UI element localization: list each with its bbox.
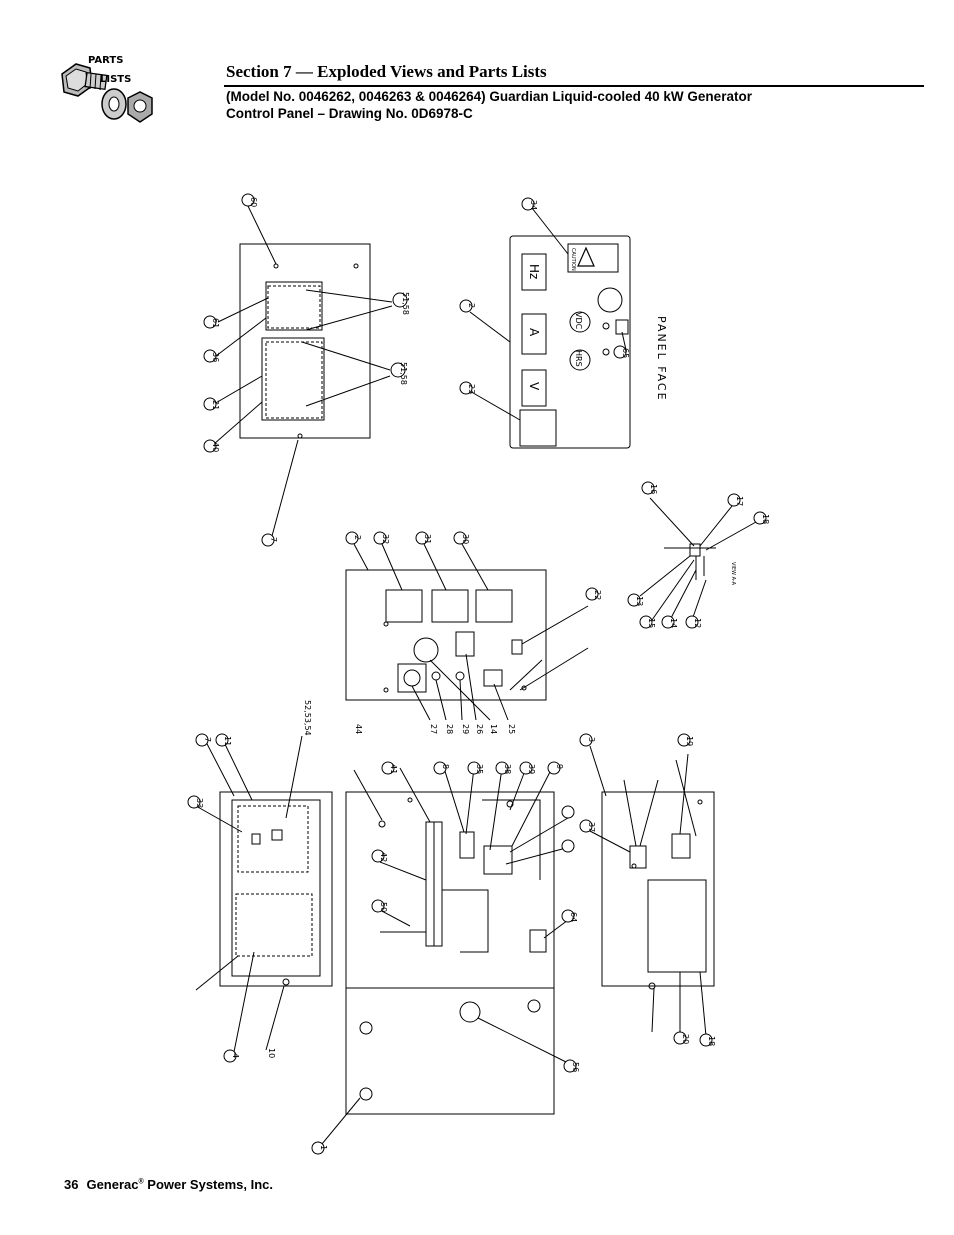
nut-icon xyxy=(127,91,153,123)
callout-50: 50 xyxy=(379,902,388,912)
page-footer: 36 Generac® Power Systems, Inc. xyxy=(64,1177,273,1192)
callout-26: 26 xyxy=(475,724,484,734)
callout-13: 13 xyxy=(635,596,644,606)
callout-42: 42 xyxy=(379,852,388,862)
callout-10: 10 xyxy=(267,1048,276,1058)
callout-41: 41 xyxy=(389,764,398,774)
parts-lists-logo: PARTS LISTS xyxy=(61,55,153,123)
panel-face xyxy=(467,207,631,449)
callout-29: 29 xyxy=(461,724,470,734)
callout-21: 21 xyxy=(211,400,220,410)
callout-8: 8 xyxy=(441,764,450,769)
callout-12: 12 xyxy=(693,618,702,628)
company-suffix: Power Systems, Inc. xyxy=(143,1177,274,1192)
callout-3: 3 xyxy=(587,737,596,742)
callout-labels: 60 61 36 21 40 51,58 51,58 7 34 2 23 65 … xyxy=(195,197,770,1150)
callout-4: 4 xyxy=(231,1053,240,1058)
callout-16: 16 xyxy=(649,484,658,494)
header-rule xyxy=(224,85,924,87)
washer-icon xyxy=(101,88,127,120)
callout-36: 36 xyxy=(211,352,220,362)
subtitle-line1: (Model No. 0046262, 0046263 & 0046264) G… xyxy=(226,89,752,104)
callout-15: 15 xyxy=(647,618,656,628)
view-a-a-label: VIEW A-A xyxy=(730,562,736,586)
callout-33: 33 xyxy=(195,798,204,808)
panel-face-label: PANEL FACE xyxy=(655,316,668,402)
logo-line1: PARTS xyxy=(88,55,123,66)
callout-31: 31 xyxy=(423,534,432,544)
callout-20: 20 xyxy=(681,1034,690,1044)
logo-line2: LISTS xyxy=(100,74,131,85)
callout-30: 30 xyxy=(461,534,470,544)
callout-64: 64 xyxy=(569,912,578,922)
callout-14-mid: 14 xyxy=(489,724,498,734)
callout-40: 40 xyxy=(211,442,220,452)
drawing-subtitle: (Model No. 0046262, 0046263 & 0046264) G… xyxy=(226,88,916,122)
callout-18-view: 18 xyxy=(761,514,770,524)
callout-1: 1 xyxy=(319,1145,328,1150)
top-left-panel xyxy=(213,205,393,537)
callout-23: 23 xyxy=(467,384,476,394)
callout-17: 17 xyxy=(735,496,744,506)
callout-32: 32 xyxy=(381,534,390,544)
callout-9: 9 xyxy=(555,764,564,769)
callout-25: 25 xyxy=(507,724,516,734)
panel-face-labels: Hz A V VDC HRS CAUTION PANEL FACE VIEW A… xyxy=(527,248,736,586)
gauge-hrs: HRS xyxy=(574,350,583,367)
bottom-right-panel xyxy=(587,745,715,1037)
callout-14-view: 14 xyxy=(669,618,678,628)
callout-56: 56 xyxy=(571,1062,580,1072)
callout-7-top: 7 xyxy=(269,537,278,542)
callout-39: 39 xyxy=(527,764,536,774)
meter-v: V xyxy=(527,382,541,391)
company-name: Generac xyxy=(86,1177,139,1192)
callout-19: 19 xyxy=(685,736,694,746)
callout-2-face: 2 xyxy=(467,303,476,308)
callout-7-bottom: 7 xyxy=(203,737,212,742)
callout-28: 28 xyxy=(445,724,454,734)
callout-18-bottom: 18 xyxy=(707,1036,716,1046)
callout-61: 61 xyxy=(211,318,220,328)
callout-34: 34 xyxy=(529,200,538,210)
bottom-left-panel xyxy=(195,735,333,1053)
callout-35: 35 xyxy=(475,764,484,774)
subtitle-line2: Control Panel – Drawing No. 0D6978-C xyxy=(226,106,473,121)
meter-a: A xyxy=(527,328,541,337)
gauge-vdc: VDC xyxy=(574,312,583,330)
bottom-center-panel xyxy=(321,767,569,1145)
callout-51-58-b: 51,58 xyxy=(399,362,408,385)
callout-44: 44 xyxy=(354,724,363,734)
page-number: 36 xyxy=(64,1177,79,1192)
view-a-a-detail xyxy=(639,497,757,621)
callout-circles xyxy=(187,193,767,1155)
callout-38: 38 xyxy=(503,764,512,774)
callout-27: 27 xyxy=(429,724,438,734)
callout-2-mid: 2 xyxy=(353,535,362,540)
bolt-icon xyxy=(61,63,108,97)
section-title: Section 7 — Exploded Views and Parts Lis… xyxy=(226,62,547,81)
callout-37: 37 xyxy=(587,822,596,832)
caution-label: CAUTION xyxy=(570,248,576,271)
callout-60: 60 xyxy=(249,197,258,207)
middle-panel xyxy=(345,543,589,721)
callout-51-58-a: 51,58 xyxy=(401,292,410,315)
callout-52-53-54: 52,53,54 xyxy=(303,700,312,736)
registered-mark: ® xyxy=(138,1178,144,1186)
callout-22: 22 xyxy=(593,590,602,600)
callout-65: 65 xyxy=(621,348,630,358)
meter-hz: Hz xyxy=(527,264,541,279)
callout-11: 11 xyxy=(223,736,232,746)
